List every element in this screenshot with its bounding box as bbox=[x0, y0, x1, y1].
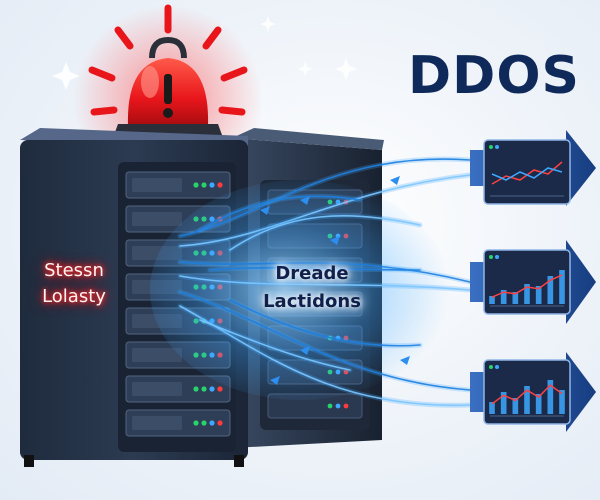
chart-line bbox=[491, 167, 563, 181]
flow-arrow-icon bbox=[300, 346, 310, 355]
drive-bay bbox=[125, 375, 231, 403]
drive-bay bbox=[267, 393, 363, 419]
middle-chart-panel bbox=[483, 249, 571, 315]
chart-bar bbox=[524, 386, 530, 414]
chart-bar bbox=[535, 394, 542, 414]
chart-bar bbox=[489, 296, 495, 304]
chart-bar bbox=[547, 380, 554, 414]
traffic-line bbox=[179, 261, 471, 283]
chart-line bbox=[491, 384, 563, 405]
traffic-label-line1: Dreade bbox=[275, 263, 349, 284]
chart-bar bbox=[559, 270, 565, 304]
drive-bay bbox=[125, 171, 231, 199]
server-neon-label: Stessn Lolasty bbox=[28, 258, 120, 310]
top-chart-panel bbox=[483, 139, 571, 205]
traffic-stream bbox=[150, 156, 473, 408]
server-label-line2: Lolasty bbox=[42, 286, 106, 307]
flow-arrow-icon bbox=[330, 236, 340, 245]
traffic-line bbox=[229, 215, 421, 251]
traffic-line bbox=[199, 195, 361, 231]
traffic-line bbox=[179, 291, 471, 391]
chart-bar bbox=[535, 286, 542, 304]
traffic-label: Dreade Lactidons bbox=[232, 255, 392, 321]
flow-arrow-icon bbox=[400, 356, 410, 365]
flow-arrow-icon bbox=[300, 196, 310, 205]
sparkle-icons bbox=[52, 16, 357, 90]
flow-arrow-icon bbox=[390, 176, 400, 185]
chart-bar bbox=[512, 292, 519, 304]
chart-bar bbox=[524, 284, 530, 304]
server-label-line1: Stessn bbox=[44, 260, 104, 281]
traffic-line bbox=[179, 174, 471, 247]
chart-bar bbox=[489, 402, 495, 414]
flow-arrow-icon bbox=[320, 296, 330, 305]
chart-line bbox=[491, 274, 563, 298]
flow-arrow-icon bbox=[270, 376, 280, 385]
traffic-line bbox=[209, 266, 421, 271]
chart-bar bbox=[500, 392, 507, 414]
drive-bay bbox=[125, 409, 231, 437]
traffic-line bbox=[229, 299, 421, 347]
ddos-title: DDOS bbox=[408, 46, 580, 106]
traffic-label-line2: Lactidons bbox=[263, 291, 361, 312]
chart-bar bbox=[512, 398, 519, 414]
chart-bar bbox=[559, 390, 565, 414]
bottom-chart-panel bbox=[483, 359, 571, 425]
traffic-line bbox=[179, 158, 471, 237]
traffic-line bbox=[179, 275, 471, 291]
traffic-line bbox=[199, 319, 351, 371]
chart-bar bbox=[547, 276, 554, 304]
flow-arrow-icon bbox=[260, 206, 270, 215]
chart-bar bbox=[500, 290, 507, 304]
